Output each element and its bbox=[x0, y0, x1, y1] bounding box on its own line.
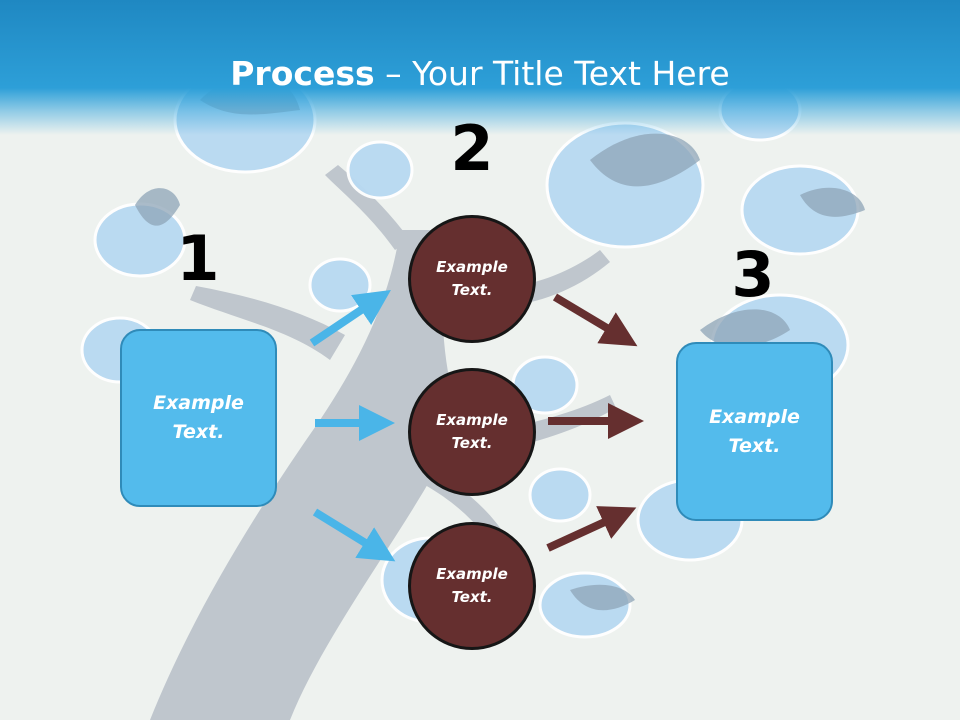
arrow-brown-up bbox=[546, 506, 637, 552]
step-3-number: 3 bbox=[731, 238, 775, 311]
header-band bbox=[0, 0, 960, 135]
slide-title: Process – Your Title Text Here bbox=[0, 52, 960, 96]
arrow-brown-down bbox=[552, 293, 638, 347]
step-2-circle-3[interactable]: Example Text. bbox=[408, 522, 536, 650]
slide-title-rest: – Your Title Text Here bbox=[374, 54, 730, 93]
step-1-number: 1 bbox=[176, 222, 220, 295]
step-2-circle-1[interactable]: Example Text. bbox=[408, 215, 536, 343]
step-3-box[interactable]: Example Text. bbox=[676, 342, 833, 521]
step-2-circle-2[interactable]: Example Text. bbox=[408, 368, 536, 496]
slide-title-bold: Process bbox=[230, 54, 375, 93]
arrow-blue-up bbox=[309, 289, 391, 347]
arrow-blue-down bbox=[312, 508, 396, 562]
step-1-box[interactable]: Example Text. bbox=[120, 329, 277, 507]
step-2-number: 2 bbox=[450, 112, 494, 185]
